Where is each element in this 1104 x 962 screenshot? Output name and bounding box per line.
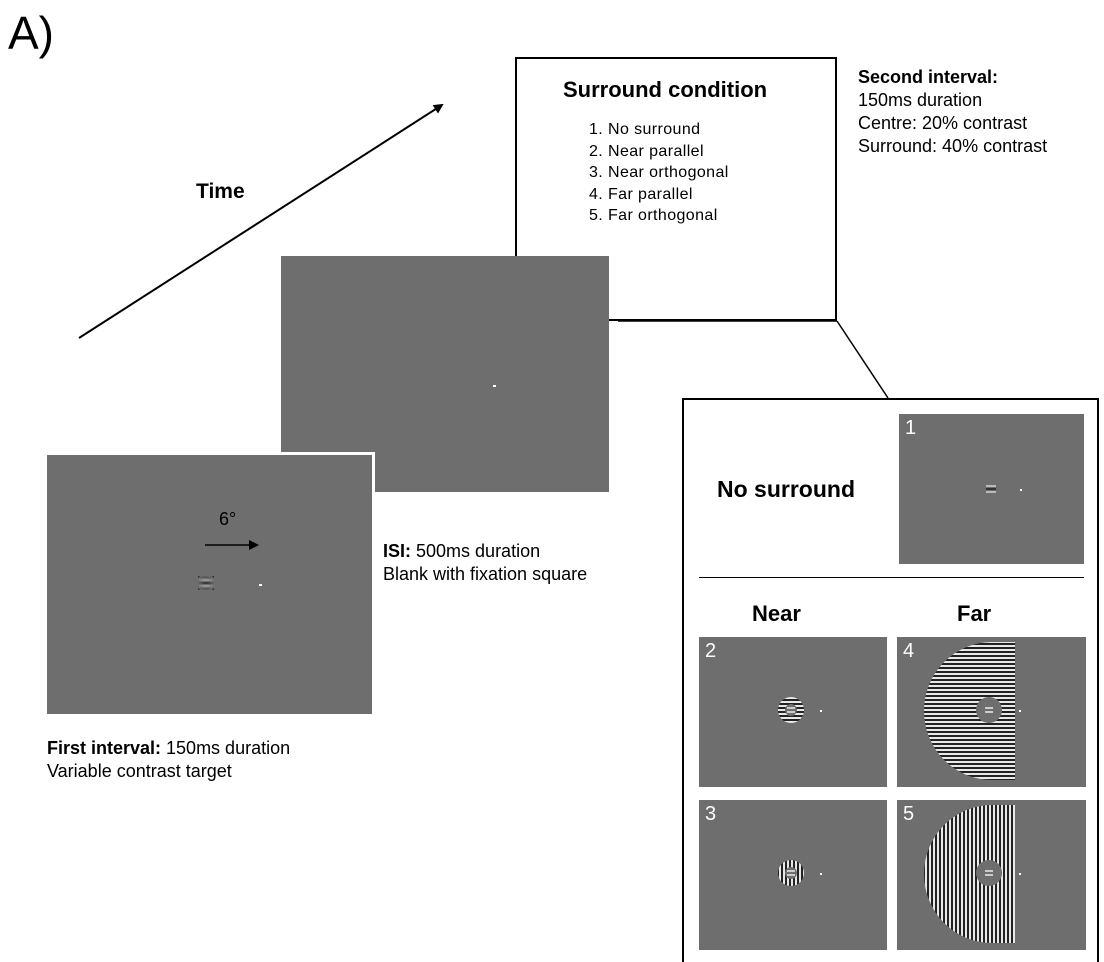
first-interval-line2: Variable contrast target	[47, 761, 232, 781]
thumb-number: 4	[903, 640, 915, 662]
divider	[699, 577, 1084, 578]
second-interval-info: Second interval: 150ms duration Centre: …	[858, 66, 1047, 158]
thumb-no-surround: 1	[899, 414, 1084, 564]
thumb-number: 2	[705, 640, 717, 662]
first-interval-heading: First interval:	[47, 738, 162, 758]
condition-item: 5. Far orthogonal	[589, 207, 718, 224]
second-interval-line: Centre: 20% contrast	[858, 113, 1028, 133]
isi-line2: Blank with fixation square	[383, 564, 588, 584]
thumb-number: 3	[705, 803, 717, 825]
target-grating	[197, 574, 215, 592]
second-interval-heading: Second interval:	[858, 67, 999, 87]
first-interval-stimulus	[197, 540, 262, 592]
fixation-square	[259, 584, 262, 586]
far-label: Far	[957, 601, 992, 626]
condition-item: 3. Near orthogonal	[589, 164, 729, 181]
surround-condition-list: 1. No surround 2. Near parallel 3. Near …	[589, 119, 729, 227]
thumb-near-parallel: 2	[699, 637, 887, 787]
isi-heading: ISI:	[383, 541, 412, 561]
time-label: Time	[196, 180, 245, 203]
fixation-square	[493, 385, 496, 387]
first-interval-detail: 150ms duration	[161, 738, 291, 758]
no-surround-label: No surround	[717, 476, 855, 502]
thumb-number: 5	[903, 803, 915, 825]
thumb-near-orthogonal: 3	[699, 800, 887, 950]
condition-item: 4. Far parallel	[589, 185, 693, 203]
thumb-far-orthogonal: 5	[897, 800, 1086, 950]
eccentricity-label: 6°	[219, 509, 237, 529]
isi-caption: ISI: 500ms duration Blank with fixation …	[383, 540, 587, 586]
panel-letter: A)	[8, 7, 54, 59]
condition-item: 1. No surround	[589, 121, 701, 138]
thumb-far-parallel: 4	[897, 637, 1086, 787]
surround-condition-title: Surround condition	[563, 77, 768, 102]
first-interval-screen: 6°	[44, 452, 375, 717]
condition-item: 2. Near parallel	[589, 142, 704, 160]
isi-detail: 500ms duration	[411, 541, 541, 561]
near-label: Near	[752, 601, 801, 626]
thumb-number: 1	[905, 417, 917, 439]
second-interval-line: Surround: 40% contrast	[858, 136, 1048, 156]
surround-condition-box: Surround condition 1. No surround 2. Nea…	[515, 57, 837, 321]
first-interval-caption: First interval: 150ms duration Variable …	[47, 737, 290, 783]
second-interval-line: 150ms duration	[858, 90, 983, 110]
condition-examples-box: No surround 1 Near Far	[682, 398, 1099, 962]
